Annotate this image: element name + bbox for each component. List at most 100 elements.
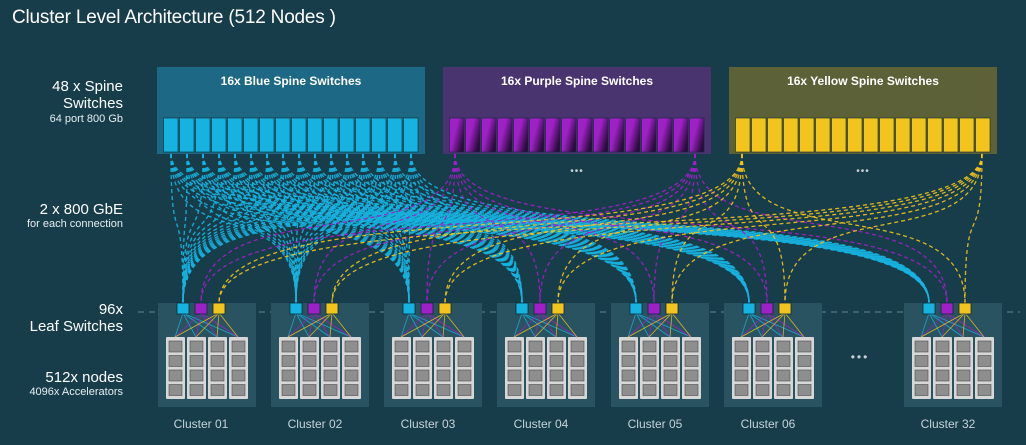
server-tray [281, 384, 296, 396]
server-tray [797, 340, 812, 353]
leaf-node-link [557, 312, 578, 338]
server-tray [956, 340, 971, 353]
spine-side-label: 48 x Spine Switches 64 port 800 Gb [50, 78, 123, 125]
server-tray [935, 384, 950, 396]
leaf-node-link [295, 312, 352, 338]
spine-leaf-link [202, 153, 523, 304]
spine-leaf-link [295, 153, 380, 304]
spine-leaf-link [410, 153, 637, 304]
server-tray [415, 355, 430, 367]
leaf-switch [402, 302, 416, 315]
spine-leaf-link [313, 153, 456, 304]
spine-switch [561, 117, 577, 153]
leaf-node-link [740, 312, 768, 338]
server-tray [394, 369, 409, 382]
spine-leaf-link [282, 153, 410, 304]
spine-leaf-link [671, 153, 983, 304]
spine-switch [465, 117, 481, 153]
spine-switch [355, 117, 371, 153]
server-rack [795, 337, 814, 399]
server-rack [321, 337, 340, 399]
spine-switch [831, 117, 847, 153]
server-tray [956, 369, 971, 382]
server-rack [434, 337, 453, 399]
leaf-node-link [627, 312, 637, 338]
leaf-node-link [400, 312, 446, 338]
server-tray [457, 369, 472, 382]
server-tray [210, 355, 225, 367]
spine-leaf-link [218, 153, 410, 304]
server-tray [344, 340, 359, 353]
leaf-switch [647, 302, 661, 315]
spine-leaf-link [964, 153, 983, 304]
leaf-node-link [287, 312, 297, 338]
spine-switch [307, 117, 323, 153]
leaf-node-link [308, 312, 315, 338]
server-rack [300, 337, 319, 399]
server-tray [621, 369, 636, 382]
server-tray [457, 340, 472, 353]
leaf-node-link [920, 312, 966, 338]
spine-switch [847, 117, 863, 153]
spine-leaf-link [410, 153, 930, 304]
server-tray [210, 369, 225, 382]
purple-spine-title: 16x Purple Spine Switches [500, 74, 654, 88]
spine-leaf-link [234, 153, 410, 304]
server-tray [642, 355, 657, 367]
server-tray [956, 384, 971, 396]
spine-switch [959, 117, 975, 153]
server-tray [684, 340, 699, 353]
spine-leaf-link [266, 153, 750, 304]
leaf-node-link [928, 312, 964, 338]
server-tray [776, 355, 791, 367]
server-tray [210, 384, 225, 396]
leaf-node-link [534, 312, 559, 338]
cluster-label-05: Cluster 05 [627, 417, 683, 431]
leaf-node-link [928, 312, 985, 338]
spine-leaf-link [557, 153, 983, 304]
server-tray [168, 355, 183, 367]
server-tray [302, 384, 317, 396]
spine-leaf-link [170, 153, 930, 304]
spine-switch [339, 117, 355, 153]
server-tray [344, 384, 359, 396]
spine-leaf-link [314, 153, 523, 304]
leaf-switch [515, 302, 529, 315]
server-tray [621, 340, 636, 353]
server-rack [547, 337, 566, 399]
server-tray [394, 384, 409, 396]
spine-leaf-link [313, 153, 696, 304]
server-tray [977, 384, 992, 396]
leaf-node-link [635, 312, 692, 338]
leaf-node-link [521, 312, 536, 338]
spine-switch [927, 117, 943, 153]
server-tray [168, 340, 183, 353]
leaf-node-link [941, 312, 966, 338]
leaf-switch [958, 302, 972, 315]
server-tray [415, 340, 430, 353]
spine-leaf-link [331, 153, 743, 304]
server-tray [302, 340, 317, 353]
server-tray [231, 384, 246, 396]
leaf-node-link [444, 312, 465, 338]
spine-leaf-link [394, 153, 637, 304]
spine-leaf-link [186, 153, 523, 304]
spine-leaf-link [408, 153, 412, 304]
server-tray [344, 369, 359, 382]
server-tray [549, 384, 564, 396]
leaf-node-link [400, 312, 428, 338]
server-tray [797, 355, 812, 367]
page-title: Cluster Level Architecture (512 Nodes ) [12, 7, 336, 28]
leaf-node-link [748, 312, 763, 338]
leaf-node-link [513, 312, 541, 338]
spine-switch [179, 117, 195, 153]
server-tray [935, 369, 950, 382]
server-tray [168, 369, 183, 382]
spine-switch [259, 117, 275, 153]
server-rack [619, 337, 638, 399]
spine-leaf-link [410, 153, 750, 304]
server-rack [455, 337, 474, 399]
spine-switch [735, 117, 751, 153]
spine-leaf-link [454, 153, 541, 304]
server-tray [734, 369, 749, 382]
